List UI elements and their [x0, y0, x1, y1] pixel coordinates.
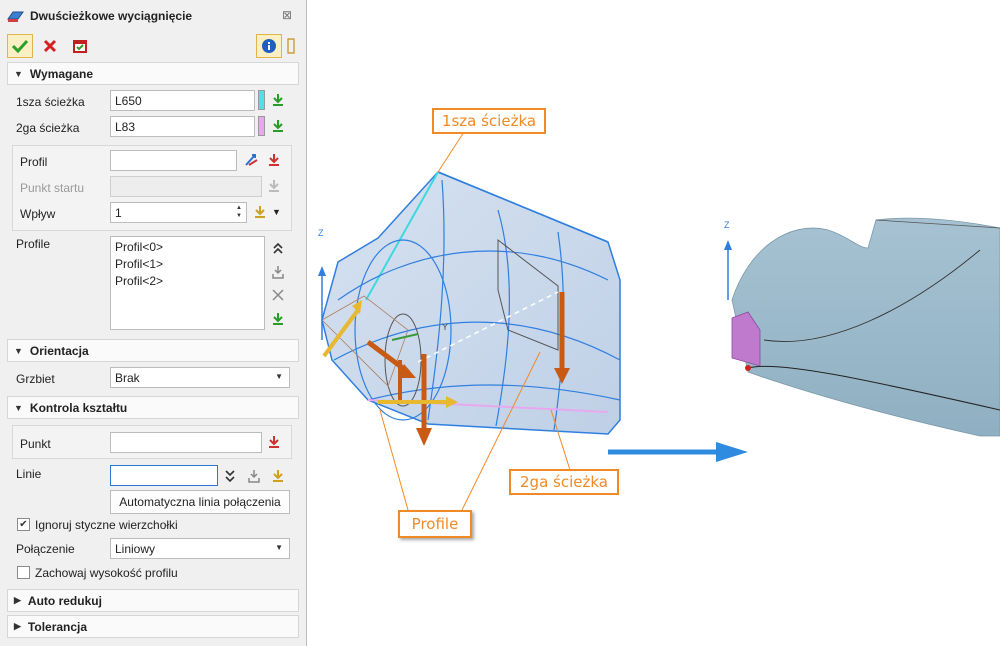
pick-down-green-icon[interactable] — [270, 118, 286, 134]
feature-dialog: Dwuścieżkowe wyciągnięcie ⊠ ▼ Wymagane 1… — [0, 0, 307, 646]
apply-button[interactable] — [67, 34, 93, 58]
info-button[interactable] — [256, 34, 282, 58]
close-icon[interactable]: ⊠ — [281, 8, 292, 22]
spine-label: Grzbiet — [16, 372, 55, 386]
sweep-feature-icon — [7, 11, 24, 22]
section-orientation-title: Orientacja — [29, 343, 89, 358]
section-shape-control-header[interactable]: ▼ Kontrola kształtu — [7, 396, 299, 419]
callout-profile: Profile — [398, 510, 472, 538]
keep-height-label: Zachowaj wysokość profilu — [35, 566, 178, 580]
pick-down-yellow-icon[interactable] — [252, 204, 268, 220]
connection-select[interactable]: Liniowy ▼ — [110, 538, 290, 559]
point-label: Punkt — [20, 437, 51, 451]
dropdown-arrow-icon[interactable]: ▼ — [272, 207, 281, 217]
path1-label: 1sza ścieżka — [16, 95, 85, 109]
profiles-label: Profile — [16, 237, 51, 251]
dialog-titlebar: Dwuścieżkowe wyciągnięcie ⊠ — [0, 0, 306, 32]
collapse-triangle-icon: ▼ — [14, 68, 23, 79]
connection-label: Połączenie — [16, 542, 75, 556]
path2-label: 2ga ścieżka — [16, 121, 80, 135]
pin-icon — [287, 38, 295, 54]
remove-icon[interactable] — [270, 287, 286, 303]
ignore-tangent-label: Ignoruj styczne wierzchołki — [35, 518, 178, 532]
section-required-title: Wymagane — [29, 66, 94, 81]
axis-label-z: Z — [318, 228, 324, 238]
axis-label-y: Y — [442, 322, 448, 332]
double-chevron-down-icon[interactable] — [222, 468, 238, 484]
collapse-triangle-icon: ▼ — [14, 402, 23, 413]
collapse-triangle-icon: ▼ — [14, 345, 23, 356]
pick-down-green-icon[interactable] — [270, 311, 286, 327]
spin-up-icon[interactable]: ▲ — [236, 205, 242, 211]
connection-value: Liniowy — [115, 542, 156, 556]
expand-triangle-icon: ▶ — [14, 595, 21, 605]
influence-value: 1 — [115, 206, 122, 220]
path2-color-swatch[interactable] — [258, 116, 265, 136]
ok-button[interactable] — [7, 34, 33, 58]
pick-down-red-icon[interactable] — [266, 152, 282, 168]
profile-field[interactable] — [110, 150, 237, 171]
lines-field[interactable] — [110, 465, 218, 486]
path2-field[interactable]: L83 — [110, 116, 255, 137]
callout-path1: 1sza ścieżka — [432, 108, 546, 134]
section-shape-control-title: Kontrola kształtu — [29, 400, 128, 415]
start-point-label: Punkt startu — [20, 181, 85, 195]
apply-icon — [73, 40, 87, 53]
cancel-button[interactable] — [37, 34, 63, 58]
lines-label: Linie — [16, 467, 42, 481]
chevron-down-icon: ▼ — [275, 543, 283, 552]
reverse-direction-icon[interactable] — [243, 152, 259, 168]
list-item[interactable]: Profil<0> — [115, 240, 164, 254]
pin-button[interactable] — [284, 34, 298, 58]
dialog-toolbar — [0, 32, 306, 60]
profile-label: Profil — [20, 155, 48, 169]
spine-select[interactable]: Brak ▼ — [110, 367, 290, 388]
path1-color-swatch[interactable] — [258, 90, 265, 110]
dialog-title: Dwuścieżkowe wyciągnięcie — [30, 9, 193, 23]
section-tolerance-title: Tolerancja — [27, 619, 88, 634]
spine-value: Brak — [115, 371, 140, 385]
start-point-field — [110, 176, 262, 197]
profiles-listbox[interactable]: Profil<0> Profil<1> Profil<2> — [110, 236, 265, 330]
influence-label: Wpływ — [20, 207, 56, 221]
section-tolerance-header[interactable]: ▶ Tolerancja — [7, 615, 299, 638]
list-item[interactable]: Profil<1> — [115, 257, 164, 271]
sweep-result-model[interactable] — [724, 217, 1000, 437]
insert-icon[interactable] — [246, 468, 262, 484]
axis-label-z: Z — [724, 220, 730, 230]
chevron-down-icon: ▼ — [275, 372, 283, 381]
info-icon — [262, 39, 276, 53]
pick-down-red-icon[interactable] — [266, 434, 282, 450]
section-orientation-header[interactable]: ▼ Orientacja — [7, 339, 299, 362]
ignore-tangent-checkbox[interactable]: ✔ — [17, 518, 30, 531]
callout-path2: 2ga ścieżka — [509, 469, 619, 495]
list-item[interactable]: Profil<2> — [115, 274, 164, 288]
transform-arrow — [608, 442, 748, 462]
keep-height-checkbox[interactable] — [17, 566, 30, 579]
expand-triangle-icon: ▶ — [14, 621, 21, 631]
section-auto-reduce-header[interactable]: ▶ Auto redukuj — [7, 589, 299, 612]
move-up-icon[interactable] — [270, 240, 286, 256]
checkmark-icon — [12, 39, 28, 53]
pick-down-yellow-icon[interactable] — [270, 468, 286, 484]
3d-viewport[interactable]: Z Y Z 1sza ścieżka 2ga ścieżka Profile — [308, 0, 1000, 646]
pick-down-disabled-icon — [266, 178, 282, 194]
insert-icon[interactable] — [270, 264, 286, 280]
path1-field[interactable]: L650 — [110, 90, 255, 111]
section-auto-reduce-title: Auto redukuj — [27, 593, 102, 608]
section-required-header[interactable]: ▼ Wymagane — [7, 62, 299, 85]
pick-down-green-icon[interactable] — [270, 92, 286, 108]
spin-down-icon[interactable]: ▼ — [236, 213, 242, 219]
sweep-preview-model[interactable] — [318, 171, 621, 446]
x-icon — [43, 39, 57, 53]
auto-connect-line-button[interactable]: Automatyczna linia połączenia — [110, 490, 290, 514]
point-field[interactable] — [110, 432, 262, 453]
viewport-canvas: Z Y Z — [318, 131, 1000, 511]
influence-spinbox[interactable]: 1 ▲ ▼ — [110, 202, 247, 223]
